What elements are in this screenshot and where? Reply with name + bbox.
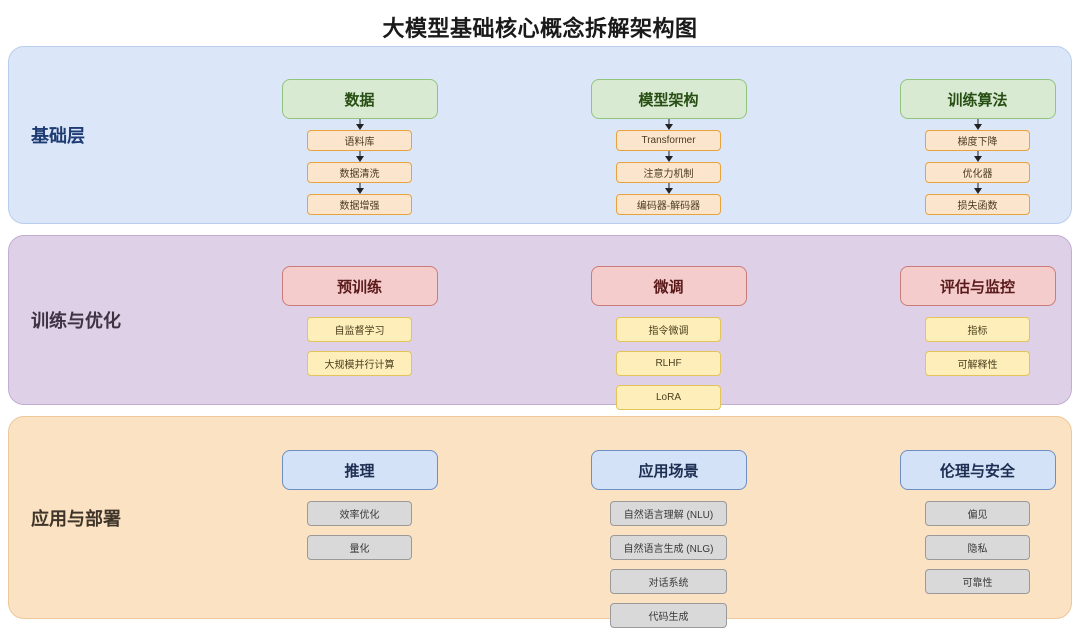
group-header-inference[interactable]: 推理 — [281, 450, 438, 490]
chip-item[interactable]: 自然语言理解 (NLU) — [610, 501, 727, 526]
layer-band-training: 训练与优化 预训练 自监督学习 大规模并行计算 微调 指令微调 RLHF Lo — [8, 235, 1072, 410]
arrow-down-icon — [354, 119, 366, 130]
group-column-eval-monitoring: 评估与监控 指标 可解释性 — [823, 236, 1080, 376]
layer-columns-foundation: 数据 语料库 数据清洗 数据增强 模型架构 Transformer 注意力机制 … — [205, 47, 1080, 223]
chip-item[interactable]: 可解释性 — [925, 351, 1030, 376]
chip-item[interactable]: 效率优化 — [307, 501, 412, 526]
group-column-ethics-safety: 伦理与安全 偏见 隐私 可靠性 — [823, 417, 1080, 594]
group-header-eval-monitoring[interactable]: 评估与监控 — [899, 266, 1056, 306]
group-column-application-scenarios: 应用场景 自然语言理解 (NLU) 自然语言生成 (NLG) 对话系统 代码生成 — [514, 417, 823, 628]
arrow-down-icon — [354, 183, 366, 194]
layer-columns-apply: 推理 效率优化 量化 应用场景 自然语言理解 (NLU) 自然语言生成 (NLG… — [205, 417, 1080, 628]
group-column-inference: 推理 效率优化 量化 — [205, 417, 514, 560]
chip-item[interactable]: 隐私 — [925, 535, 1030, 560]
chip-item[interactable]: RLHF — [616, 351, 721, 376]
chip-item[interactable]: 量化 — [307, 535, 412, 560]
arrow-down-icon — [972, 183, 984, 194]
arrow-down-icon — [354, 151, 366, 162]
group-header-training-algorithm[interactable]: 训练算法 — [899, 79, 1056, 119]
group-column-data: 数据 语料库 数据清洗 数据增强 — [205, 47, 514, 215]
group-header-pretraining[interactable]: 预训练 — [281, 266, 438, 306]
layer-label-foundation: 基础层 — [31, 126, 85, 146]
chip-item[interactable]: 大规模并行计算 — [307, 351, 412, 376]
chip-item[interactable]: 自监督学习 — [307, 317, 412, 342]
group-header-model-architecture[interactable]: 模型架构 — [590, 79, 747, 119]
group-column-model-architecture: 模型架构 Transformer 注意力机制 编码器-解码器 — [514, 47, 823, 215]
layer-label-training: 训练与优化 — [31, 311, 121, 331]
chip-item[interactable]: 损失函数 — [925, 194, 1030, 215]
arrow-down-icon — [663, 151, 675, 162]
page-title: 大模型基础核心概念拆解架构图 — [382, 16, 698, 41]
group-header-application-scenarios[interactable]: 应用场景 — [590, 450, 747, 490]
arrow-down-icon — [972, 119, 984, 130]
layer-columns-training: 预训练 自监督学习 大规模并行计算 微调 指令微调 RLHF LoRA 评 — [205, 236, 1080, 410]
chip-item[interactable]: 优化器 — [925, 162, 1030, 183]
chip-item[interactable]: LoRA — [616, 385, 721, 410]
chip-item[interactable]: 注意力机制 — [616, 162, 721, 183]
chip-item[interactable]: 对话系统 — [610, 569, 727, 594]
arrow-down-icon — [972, 151, 984, 162]
group-header-finetuning[interactable]: 微调 — [590, 266, 747, 306]
layer-band-foundation: 基础层 数据 语料库 数据清洗 数据增强 模型架构 Transformer 注 — [8, 46, 1072, 224]
arrow-down-icon — [663, 183, 675, 194]
group-header-ethics-safety[interactable]: 伦理与安全 — [899, 450, 1056, 490]
chip-item[interactable]: 偏见 — [925, 501, 1030, 526]
chip-item[interactable]: 语料库 — [307, 130, 412, 151]
chip-item[interactable]: 自然语言生成 (NLG) — [610, 535, 727, 560]
group-column-pretraining: 预训练 自监督学习 大规模并行计算 — [205, 236, 514, 376]
layer-band-apply: 应用与部署 推理 效率优化 量化 应用场景 自然语言理解 (NLU) 自然语言生… — [8, 416, 1072, 628]
layer-label-apply: 应用与部署 — [31, 508, 121, 529]
group-header-data[interactable]: 数据 — [281, 79, 438, 119]
chip-item[interactable]: 梯度下降 — [925, 130, 1030, 151]
group-column-training-algorithm: 训练算法 梯度下降 优化器 损失函数 — [823, 47, 1080, 215]
chip-item[interactable]: 指令微调 — [616, 317, 721, 342]
chip-item[interactable]: 指标 — [925, 317, 1030, 342]
chip-item[interactable]: 编码器-解码器 — [616, 194, 721, 215]
layer-band-list: 基础层 数据 语料库 数据清洗 数据增强 模型架构 Transformer 注 — [0, 46, 1080, 628]
arrow-down-icon — [663, 119, 675, 130]
chip-item[interactable]: 可靠性 — [925, 569, 1030, 594]
chip-item[interactable]: 数据清洗 — [307, 162, 412, 183]
chip-item[interactable]: 数据增强 — [307, 194, 412, 215]
chip-item[interactable]: Transformer — [616, 130, 721, 151]
group-column-finetuning: 微调 指令微调 RLHF LoRA — [514, 236, 823, 410]
chip-item[interactable]: 代码生成 — [610, 603, 727, 628]
